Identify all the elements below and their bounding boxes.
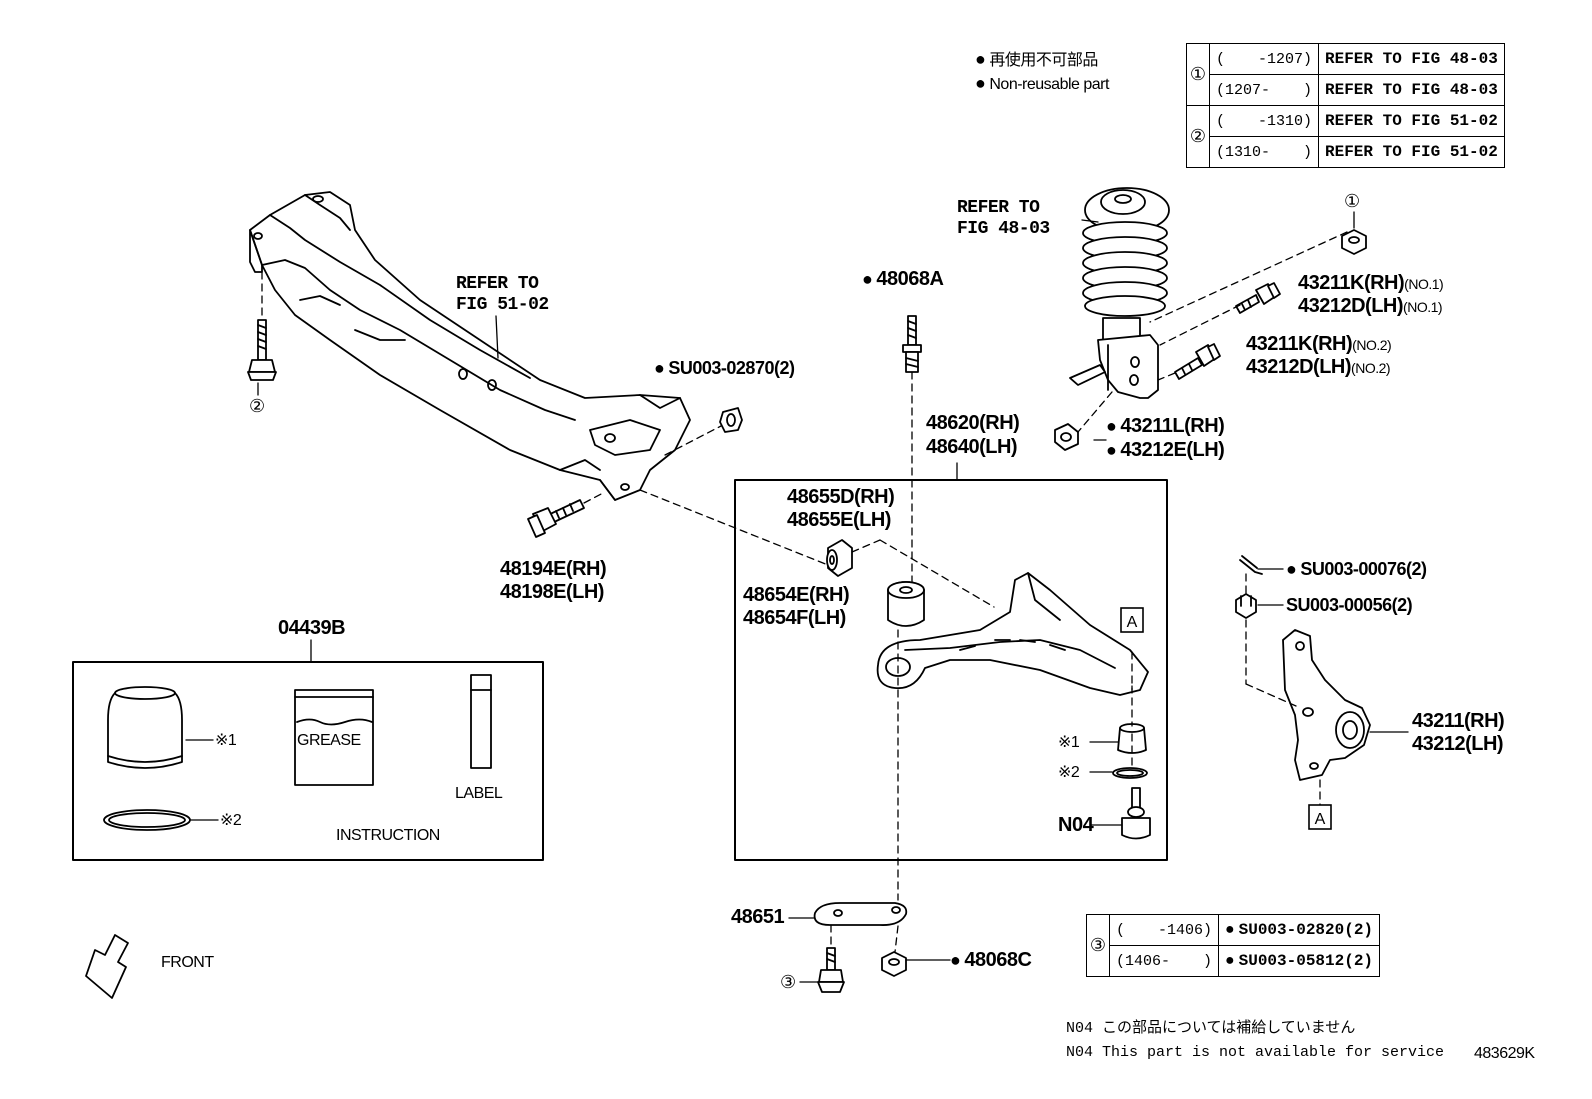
part-48655D[interactable]: 48655D(RH) (787, 486, 895, 508)
reference-cell: REFER TO FIG 51-02 (1318, 136, 1505, 168)
part-number-cell: SU003-02820(2) (1217, 914, 1381, 946)
reference-cell: REFER TO FIG 48-03 (1318, 43, 1505, 75)
reference-table-bottom: ③ (-1406) SU003-02820(2) (1406-) SU003-0… (1086, 914, 1381, 977)
crossmember (249, 191, 691, 501)
part-48651[interactable]: 48651 (731, 906, 785, 928)
note-en: N04 This part is not available for servi… (1066, 1044, 1445, 1061)
part-SU003-00076[interactable]: SU003-00076(2) (1286, 558, 1427, 580)
range-cell: (1406-) (1109, 945, 1219, 977)
refer-crossmember-line1[interactable]: REFER TO (456, 274, 539, 294)
part-43211L[interactable]: 43211L(RH) (1106, 415, 1224, 437)
part-43211[interactable]: 43211(RH) (1412, 710, 1505, 732)
legend-en: Non-reusable part (975, 72, 1109, 96)
kit-grease-label: GREASE (297, 732, 361, 749)
plate-bolt (817, 947, 845, 993)
part-48198E[interactable]: 48198E(LH) (500, 581, 604, 603)
bolt-48194E (527, 499, 585, 538)
arm-ball-joint (1112, 723, 1151, 840)
part-43211K-no1[interactable]: 43211K(RH)(NO.1) (1298, 272, 1444, 294)
marker-a-knuckle: A (1315, 811, 1326, 828)
kit-label-text: LABEL (455, 785, 503, 802)
part-48640[interactable]: 48640(LH) (926, 436, 1018, 458)
part-43212[interactable]: 43212(LH) (1412, 733, 1504, 755)
part-SU003-02870[interactable]: SU003-02870(2) (654, 357, 795, 379)
castle-nut (1235, 593, 1257, 619)
kit-boot (107, 686, 183, 769)
legend-jp: 再使用不可部品 (975, 48, 1098, 72)
range-cell: (-1310) (1209, 105, 1319, 137)
part-43212D-no2[interactable]: 43212D(LH)(NO.2) (1246, 356, 1391, 378)
front-arrow (85, 934, 129, 999)
lower-arm (876, 572, 1149, 696)
strut-bolt-1 (1235, 282, 1281, 314)
kit-ring (103, 809, 191, 831)
kit-box (72, 661, 544, 861)
part-48620[interactable]: 48620(RH) (926, 412, 1020, 434)
part-SU003-00056[interactable]: SU003-00056(2) (1286, 595, 1413, 615)
kit-grease-bag (294, 689, 374, 786)
strut-nut-bottom (1054, 423, 1079, 451)
kit-label-strip (470, 674, 492, 769)
cotter-pin (1239, 555, 1263, 575)
part-48194E[interactable]: 48194E(RH) (500, 558, 607, 580)
part-N04[interactable]: N04 (1058, 814, 1094, 836)
range-cell: (1310-) (1209, 136, 1319, 168)
plate-48651 (813, 902, 908, 926)
part-48068C[interactable]: 48068C (950, 949, 1032, 971)
bushing-48655D (826, 539, 853, 577)
table-marker-1: ① (1186, 43, 1210, 106)
range-cell: (-1406) (1109, 914, 1219, 946)
assembly-dashes (261, 231, 1348, 953)
strut-assembly (1069, 187, 1170, 399)
table-marker-2: ② (1186, 105, 1210, 168)
crossmember-nut (719, 407, 743, 433)
part-43212D-no1[interactable]: 43212D(LH)(NO.1) (1298, 295, 1443, 317)
arm-mark-2: ※2 (1058, 764, 1080, 781)
strut-bolt-2 (1174, 343, 1221, 380)
nut-48068C (881, 951, 907, 977)
circle-marker-2: ② (249, 396, 265, 416)
part-48654E[interactable]: 48654E(RH) (743, 584, 850, 606)
stud-48068A (902, 315, 922, 373)
refer-crossmember-line2[interactable]: FIG 51-02 (456, 295, 549, 315)
refer-strut-line2[interactable]: FIG 48-03 (957, 219, 1050, 239)
part-04439B[interactable]: 04439B (278, 617, 346, 639)
kit-mark-1: ※1 (215, 732, 237, 749)
kit-mark-2: ※2 (220, 812, 242, 829)
arm-mark-1: ※1 (1058, 734, 1080, 751)
front-label: FRONT (161, 954, 214, 971)
crossmember-bolt-left (247, 319, 277, 381)
range-cell: (-1207) (1209, 43, 1319, 75)
lower-arm-box (734, 479, 1168, 861)
strut-nut-top (1341, 229, 1367, 255)
steering-knuckle (1282, 629, 1371, 781)
leader-lines (185, 211, 1409, 983)
range-cell: (1207-) (1209, 74, 1319, 106)
circle-marker-3: ③ (780, 972, 796, 992)
reference-table-top: ① (-1207) REFER TO FIG 48-03 (1207-) REF… (1186, 43, 1505, 168)
part-43212E[interactable]: 43212E(LH) (1106, 439, 1224, 461)
marker-a-arm: A (1127, 614, 1138, 631)
table-marker-3: ③ (1086, 914, 1110, 977)
note-jp: N04 この部品については補給していません (1066, 1020, 1356, 1037)
figure-id: 483629K (1474, 1045, 1535, 1062)
reference-cell: REFER TO FIG 51-02 (1318, 105, 1505, 137)
refer-strut-line1[interactable]: REFER TO (957, 198, 1040, 218)
part-48654F[interactable]: 48654F(LH) (743, 607, 846, 629)
reference-cell: REFER TO FIG 48-03 (1318, 74, 1505, 106)
kit-instruction-text: INSTRUCTION (336, 827, 440, 844)
part-number-cell: SU003-05812(2) (1217, 945, 1381, 977)
marker-a-boxes (1120, 607, 1332, 830)
circle-marker-1: ① (1344, 191, 1360, 211)
bushing-48654E (887, 581, 925, 627)
part-43211K-no2[interactable]: 43211K(RH)(NO.2) (1246, 333, 1392, 355)
part-48068A[interactable]: 48068A (862, 268, 944, 290)
part-48655E[interactable]: 48655E(LH) (787, 509, 891, 531)
